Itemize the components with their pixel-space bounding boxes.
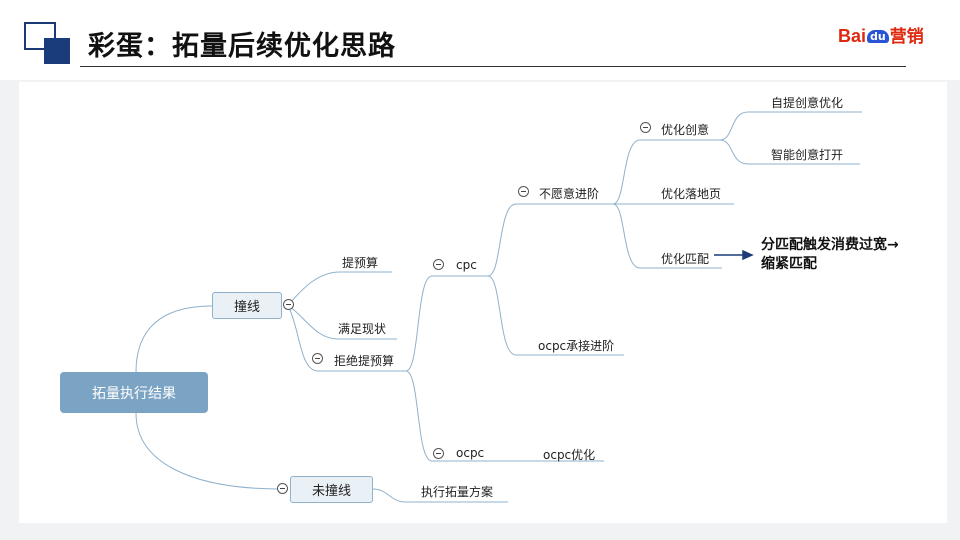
- node-ocpc-advance[interactable]: ocpc承接进阶: [538, 339, 615, 353]
- brand-cn-text: 营销: [889, 27, 924, 47]
- link-creative-smart: [719, 139, 860, 165]
- callout-line-2: 缩紧匹配: [761, 256, 817, 272]
- paw-icon: du: [867, 30, 889, 43]
- node-optimize-match[interactable]: 优化匹配: [661, 252, 710, 266]
- collapse-toggle-cpc[interactable]: [433, 259, 444, 270]
- callout-line-1: 分匹配触发消费过宽→: [761, 237, 899, 253]
- link-hit-satisfied: [288, 305, 397, 340]
- link-creative-auto: [719, 111, 862, 141]
- node-unwilling-advance[interactable]: 不愿意进阶: [539, 187, 600, 201]
- node-not-hit[interactable]: 未撞线: [290, 476, 373, 503]
- link-refuse-ocpc: [405, 370, 490, 462]
- collapse-toggle-creative[interactable]: [640, 122, 651, 133]
- collapse-toggle-hit[interactable]: [283, 299, 294, 310]
- node-refuse-raise[interactable]: 拒绝提预算: [334, 354, 395, 368]
- link-unwilling-match: [612, 203, 722, 269]
- link-root-hit: [135, 305, 213, 373]
- node-cpc[interactable]: cpc: [456, 258, 477, 272]
- collapse-toggle-unwilling[interactable]: [518, 186, 529, 197]
- mindmap-canvas: [19, 82, 947, 523]
- node-budget-raise[interactable]: 提预算: [342, 256, 379, 270]
- title-decor-fill: [44, 38, 70, 64]
- title-divider: [80, 66, 906, 67]
- collapse-toggle-not-hit[interactable]: [277, 483, 288, 494]
- node-smart-creative[interactable]: 智能创意打开: [771, 148, 844, 162]
- brand-bai-text: Bai: [838, 26, 867, 46]
- callout-arrow-head: [742, 249, 754, 261]
- link-root-nothit: [135, 412, 282, 490]
- collapse-toggle-ocpc[interactable]: [433, 448, 444, 459]
- node-optimize-landing[interactable]: 优化落地页: [661, 187, 722, 201]
- link-unwilling-creative: [612, 139, 720, 205]
- node-ocpc[interactable]: ocpc: [456, 446, 485, 460]
- link-refuse-cpc: [405, 275, 488, 372]
- link-cpc-unwilling: [487, 203, 613, 277]
- link-cpc-ocpcadv: [487, 275, 624, 356]
- slide-title: 彩蛋：拓量后续优化思路: [88, 31, 396, 62]
- node-satisfied[interactable]: 满足现状: [338, 322, 387, 336]
- callout-text: 分匹配触发消费过宽→ 缩紧匹配: [761, 236, 899, 274]
- node-hit[interactable]: 撞线: [212, 292, 282, 319]
- collapse-toggle-refuse[interactable]: [312, 353, 323, 364]
- root-node[interactable]: 拓量执行结果: [60, 372, 208, 413]
- link-hit-refuse: [288, 307, 406, 372]
- node-ocpc-optimize[interactable]: ocpc优化: [543, 448, 596, 462]
- link-nothit-plan: [372, 488, 508, 503]
- link-hit-budget: [288, 271, 392, 305]
- node-execute-plan[interactable]: 执行拓量方案: [421, 485, 494, 499]
- node-optimize-creative[interactable]: 优化创意: [661, 123, 710, 137]
- node-auto-creative[interactable]: 自提创意优化: [771, 96, 844, 110]
